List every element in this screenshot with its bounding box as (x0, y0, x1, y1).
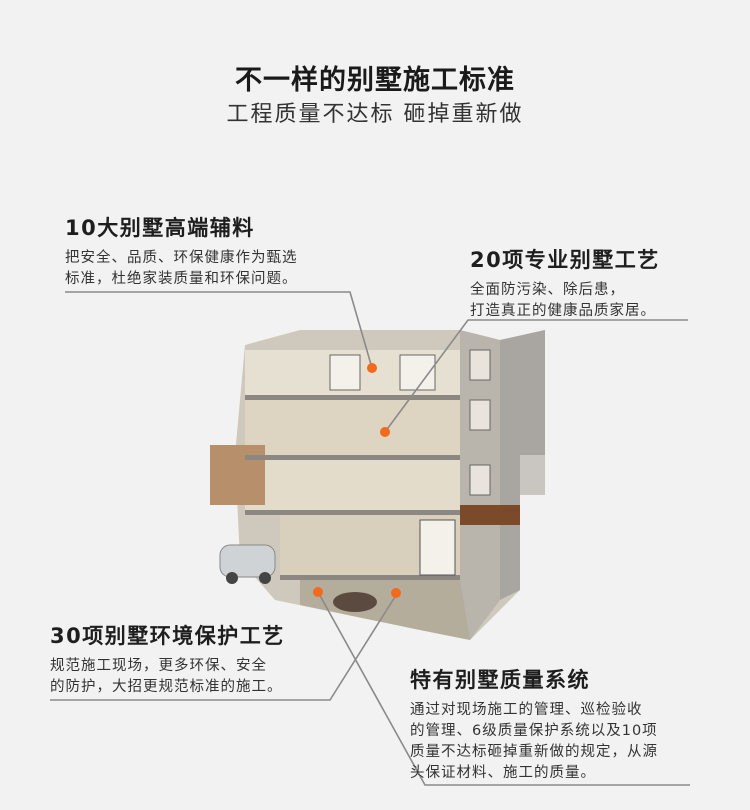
hotspot-marker-3 (313, 587, 323, 597)
feature-text-line: 标准，杜绝家装质量和环保问题。 (65, 271, 298, 287)
hotspot-marker-1 (367, 363, 377, 373)
feature-text-line: 质量不达标砸掉重新做的规定，从源 (410, 744, 658, 760)
hotspot-markers (313, 363, 401, 598)
feature-craft: 20项专业别墅工艺 全面防污染、除后患， 打造真正的健康品质家居。 (470, 244, 660, 322)
feature-heading: 20项专业别墅工艺 (470, 248, 660, 272)
feature-text-line: 全面防污染、除后患， (470, 282, 625, 298)
feature-environment: 30项别墅环境保护工艺 规范施工现场，更多环保、安全 的防护，大招更规范标准的施… (50, 620, 285, 698)
hotspot-marker-2 (380, 427, 390, 437)
feature-text-line: 的管理、6级质量保护系统以及10项 (410, 723, 658, 739)
leader-lines (50, 291, 690, 786)
feature-text-line: 头保证材料、施工的质量。 (410, 765, 596, 781)
feature-materials: 10大别墅高端辅料 把安全、品质、环保健康作为甄选 标准，杜绝家装质量和环保问题… (65, 212, 298, 290)
page-title: 不一样的别墅施工标准 (235, 65, 515, 96)
feature-text-line: 通过对现场施工的管理、巡检验收 (410, 702, 643, 718)
feature-heading: 特有别墅质量系统 (410, 668, 590, 692)
feature-heading: 10大别墅高端辅料 (65, 216, 255, 240)
page-subtitle: 工程质量不达标 砸掉重新做 (226, 102, 524, 127)
feature-text-line: 打造真正的健康品质家居。 (470, 303, 656, 319)
feature-heading: 30项别墅环境保护工艺 (50, 624, 285, 648)
feature-text-line: 规范施工现场，更多环保、安全 (50, 658, 267, 674)
hotspot-marker-4 (391, 588, 401, 598)
feature-text-line: 的防护，大招更规范标准的施工。 (50, 679, 283, 695)
villa-house (210, 330, 545, 640)
feature-text-line: 把安全、品质、环保健康作为甄选 (65, 250, 298, 266)
feature-quality-system: 特有别墅质量系统 通过对现场施工的管理、巡检验收 的管理、6级质量保护系统以及1… (410, 664, 658, 784)
